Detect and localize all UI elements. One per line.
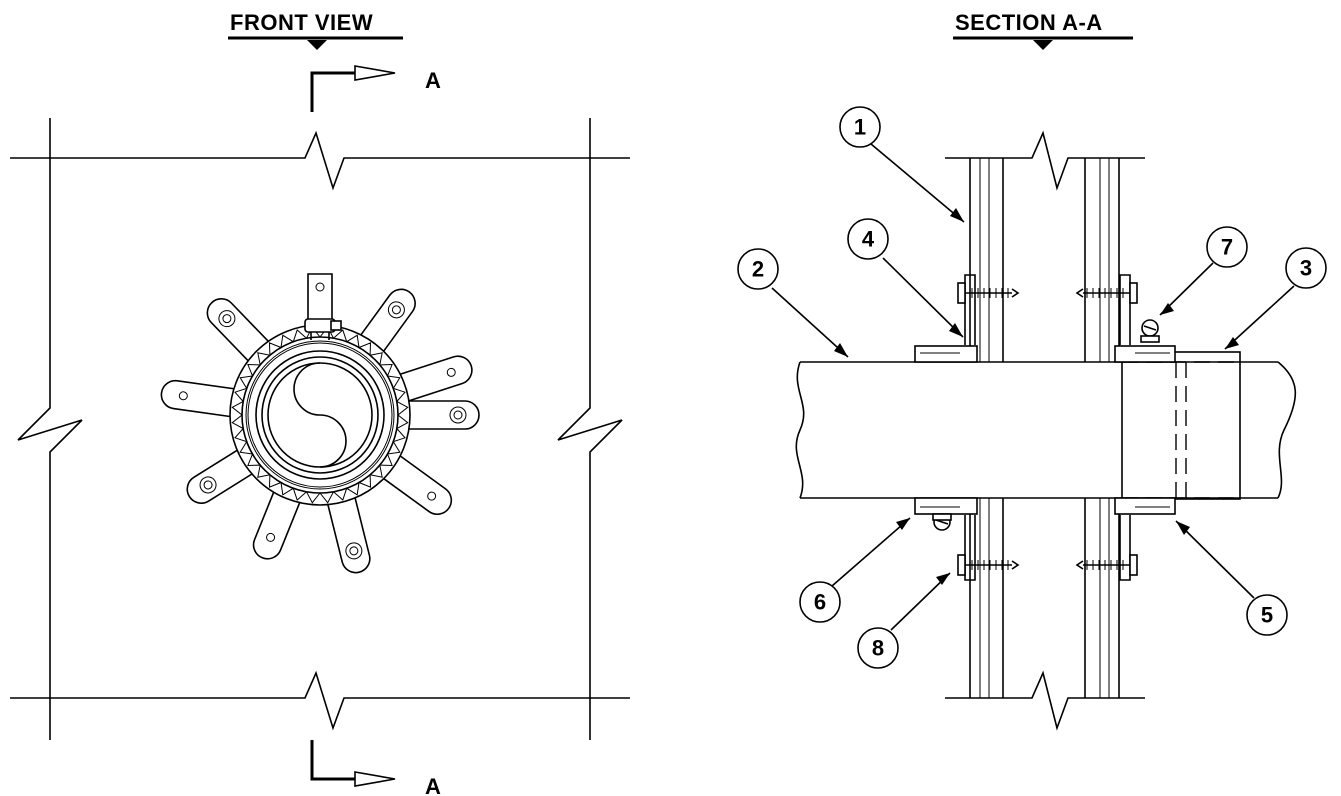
intumescent-wrap-pattern bbox=[231, 326, 409, 504]
callout-4: 4 bbox=[847, 218, 964, 338]
anchor-screw bbox=[957, 282, 1020, 304]
callout-2: 2 bbox=[737, 248, 849, 358]
svg-text:6: 6 bbox=[814, 590, 826, 615]
collar-left-top bbox=[914, 274, 978, 363]
anchor-screws bbox=[957, 282, 1138, 576]
section-view-title: SECTION A-A bbox=[955, 10, 1103, 35]
callout-5: 5 bbox=[1175, 520, 1288, 636]
clamp-screw-bottom bbox=[932, 513, 952, 531]
wall-section bbox=[945, 130, 1145, 731]
callouts: 1 2 3 4 5 6 7 8 bbox=[737, 106, 1327, 669]
section-view-title-pointer bbox=[1033, 40, 1053, 50]
collar-tab bbox=[206, 298, 270, 362]
collar-right-top bbox=[1114, 274, 1176, 363]
collar-right-bottom bbox=[1114, 497, 1176, 581]
wall-outline bbox=[10, 118, 630, 740]
callout-6: 6 bbox=[799, 517, 911, 623]
pipe-section bbox=[795, 351, 1297, 500]
firestop-collar bbox=[229, 324, 411, 506]
collar-tab bbox=[160, 379, 235, 418]
front-view: FRONT VIEW A A bbox=[10, 10, 630, 796]
section-marker-top: A bbox=[425, 68, 441, 93]
svg-text:1: 1 bbox=[854, 115, 866, 140]
collar-tab bbox=[399, 355, 473, 402]
collar-tab bbox=[186, 449, 254, 504]
front-view-title-pointer bbox=[307, 40, 327, 50]
anchor-screw bbox=[1075, 554, 1138, 576]
callout-8: 8 bbox=[857, 572, 951, 669]
svg-text:5: 5 bbox=[1261, 603, 1273, 628]
collar-tab bbox=[326, 496, 371, 574]
svg-text:8: 8 bbox=[872, 636, 884, 661]
section-cut-arrow-top: A bbox=[310, 65, 441, 112]
collar-tab bbox=[252, 491, 301, 560]
section-view: SECTION A-A bbox=[737, 10, 1327, 731]
collar-tab bbox=[307, 273, 333, 325]
front-view-title: FRONT VIEW bbox=[230, 10, 373, 35]
collar-clamp-screw bbox=[304, 318, 342, 340]
callout-3: 3 bbox=[1224, 247, 1327, 350]
collar-tab bbox=[382, 454, 453, 516]
callout-1: 1 bbox=[839, 106, 965, 223]
section-cut-arrow-bottom: A bbox=[310, 740, 441, 796]
collar-tab bbox=[408, 400, 480, 430]
svg-text:7: 7 bbox=[1221, 235, 1233, 260]
section-marker-bottom: A bbox=[425, 774, 441, 796]
clamp-screw-top bbox=[1140, 319, 1160, 343]
svg-text:2: 2 bbox=[752, 257, 764, 282]
svg-text:3: 3 bbox=[1300, 256, 1312, 281]
anchor-screw bbox=[957, 554, 1020, 576]
svg-text:4: 4 bbox=[862, 227, 875, 252]
collar-tab bbox=[359, 288, 416, 353]
collar-tabs bbox=[160, 273, 480, 574]
pipe-end-symbol bbox=[293, 362, 347, 468]
callout-7: 7 bbox=[1159, 226, 1248, 316]
anchor-screw bbox=[1075, 282, 1138, 304]
collar-left-bottom bbox=[914, 497, 978, 581]
